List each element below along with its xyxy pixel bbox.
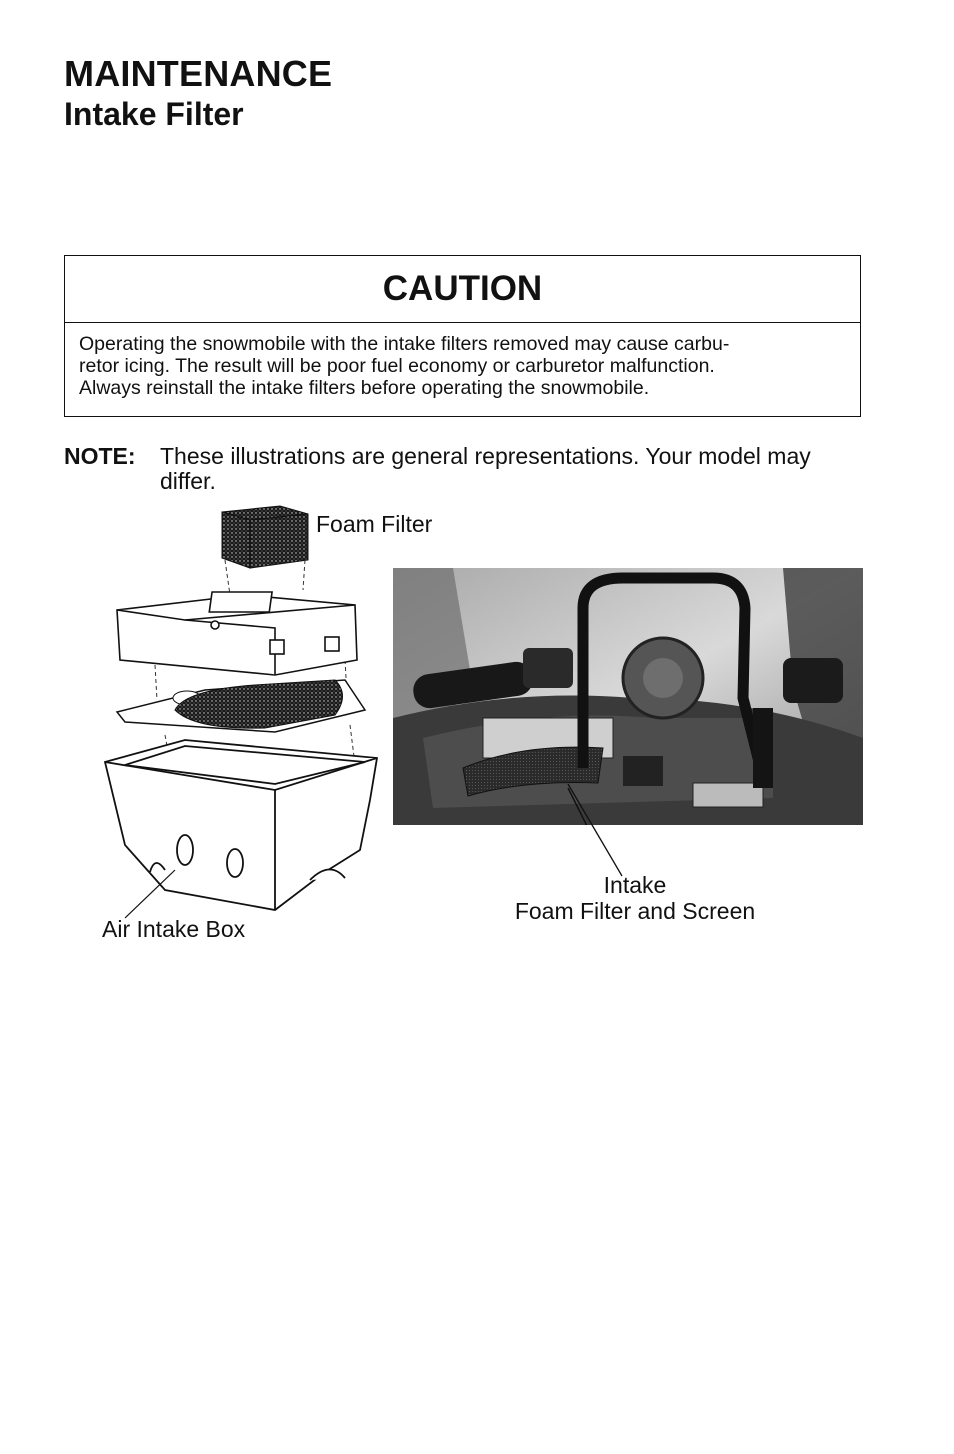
foam-filter-label: Foam Filter bbox=[316, 511, 433, 537]
caution-box: CAUTION Operating the snowmobile with th… bbox=[64, 255, 861, 417]
photo-label-line2: Foam Filter and Screen bbox=[514, 898, 756, 924]
section-title: MAINTENANCE bbox=[64, 53, 333, 94]
photo-label: Intake Foam Filter and Screen bbox=[500, 872, 770, 924]
air-intake-box-label: Air Intake Box bbox=[102, 916, 246, 942]
photo-leader-line bbox=[567, 783, 623, 877]
snowmobile-console-photo bbox=[393, 568, 863, 825]
screen-plate bbox=[115, 679, 367, 733]
caution-text: Operating the snowmobile with the intake… bbox=[65, 323, 860, 399]
air-intake-box-illustration bbox=[103, 505, 379, 919]
page-title: Intake Filter bbox=[64, 96, 244, 132]
note-text: These illustrations are general represen… bbox=[160, 443, 811, 494]
caution-line: Operating the snowmobile with the intake… bbox=[79, 333, 730, 355]
caution-line: Always reinstall the intake filters befo… bbox=[79, 377, 650, 399]
caution-line: retor icing. The result will be poor fue… bbox=[79, 355, 715, 377]
box-body bbox=[103, 739, 379, 911]
lid bbox=[116, 591, 358, 676]
photo-label-line1: Intake bbox=[603, 872, 667, 898]
caution-title: CAUTION bbox=[65, 256, 860, 323]
note-label: NOTE: bbox=[64, 443, 136, 469]
foam-filter-cube bbox=[221, 505, 309, 569]
